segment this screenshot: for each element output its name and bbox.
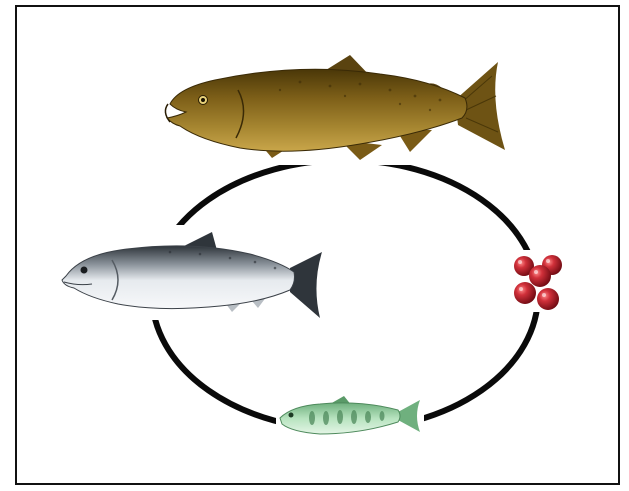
life-cycle-diagram [0,0,629,491]
